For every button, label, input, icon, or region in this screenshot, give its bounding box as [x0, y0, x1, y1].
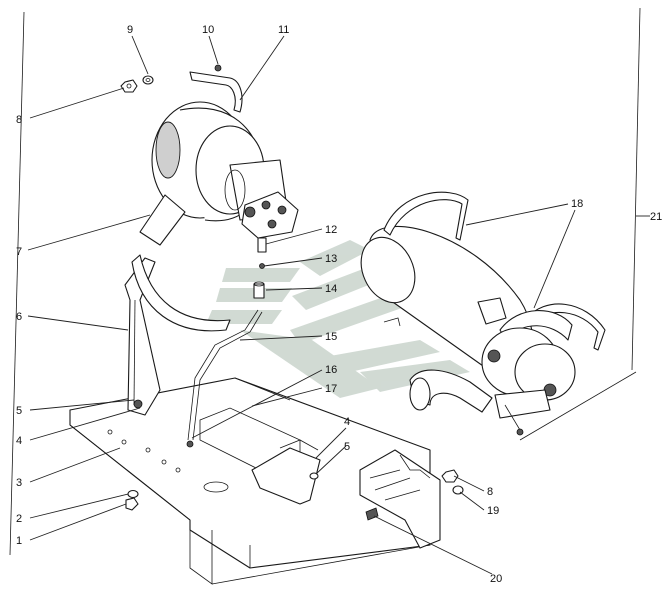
- burner-unit: [481, 327, 576, 436]
- nut-and-washer: [120, 75, 154, 93]
- callout-19: 19: [487, 505, 499, 517]
- fuel-pipe: [186, 309, 263, 448]
- pump-unit: [241, 191, 299, 239]
- callout-8-top: 8: [16, 114, 22, 126]
- exhaust-elbow: [409, 369, 493, 413]
- callout-20: 20: [490, 573, 502, 585]
- clamp-strap: [189, 64, 243, 113]
- callout-15: 15: [325, 331, 337, 343]
- watermark-logo: [206, 240, 470, 398]
- base-frame-plate: [69, 377, 431, 585]
- callout-16: 16: [325, 364, 337, 376]
- callout-9: 9: [127, 24, 133, 36]
- callout-17: 17: [325, 383, 337, 395]
- callout-6: 6: [16, 311, 22, 323]
- callout-5-right: 5: [344, 441, 350, 453]
- callout-14: 14: [325, 283, 337, 295]
- fittings-stack: [253, 237, 267, 299]
- callout-4-left: 4: [16, 435, 22, 447]
- callout-18: 18: [571, 198, 583, 210]
- leader-lines: [27, 35, 650, 575]
- callout-3: 3: [16, 477, 22, 489]
- air-filter-housing: [139, 101, 289, 246]
- frame-lines: [9, 7, 641, 585]
- support-stand: [124, 254, 231, 416]
- callout-labels: 9 10 11 8 7 12 13 14 6 15 16 17 18 21 5 …: [16, 24, 662, 585]
- callout-8-right: 8: [487, 486, 493, 498]
- callout-21: 21: [650, 211, 662, 223]
- callout-1: 1: [16, 535, 22, 547]
- callout-11: 11: [278, 24, 289, 36]
- callout-13: 13: [325, 253, 337, 265]
- callout-2: 2: [16, 513, 22, 525]
- callout-7: 7: [16, 246, 22, 258]
- callout-4-right: 4: [344, 416, 350, 428]
- callout-5-left: 5: [16, 405, 22, 417]
- callout-10: 10: [202, 24, 214, 36]
- crossbar-bracket: [251, 439, 321, 505]
- callout-12: 12: [325, 224, 337, 236]
